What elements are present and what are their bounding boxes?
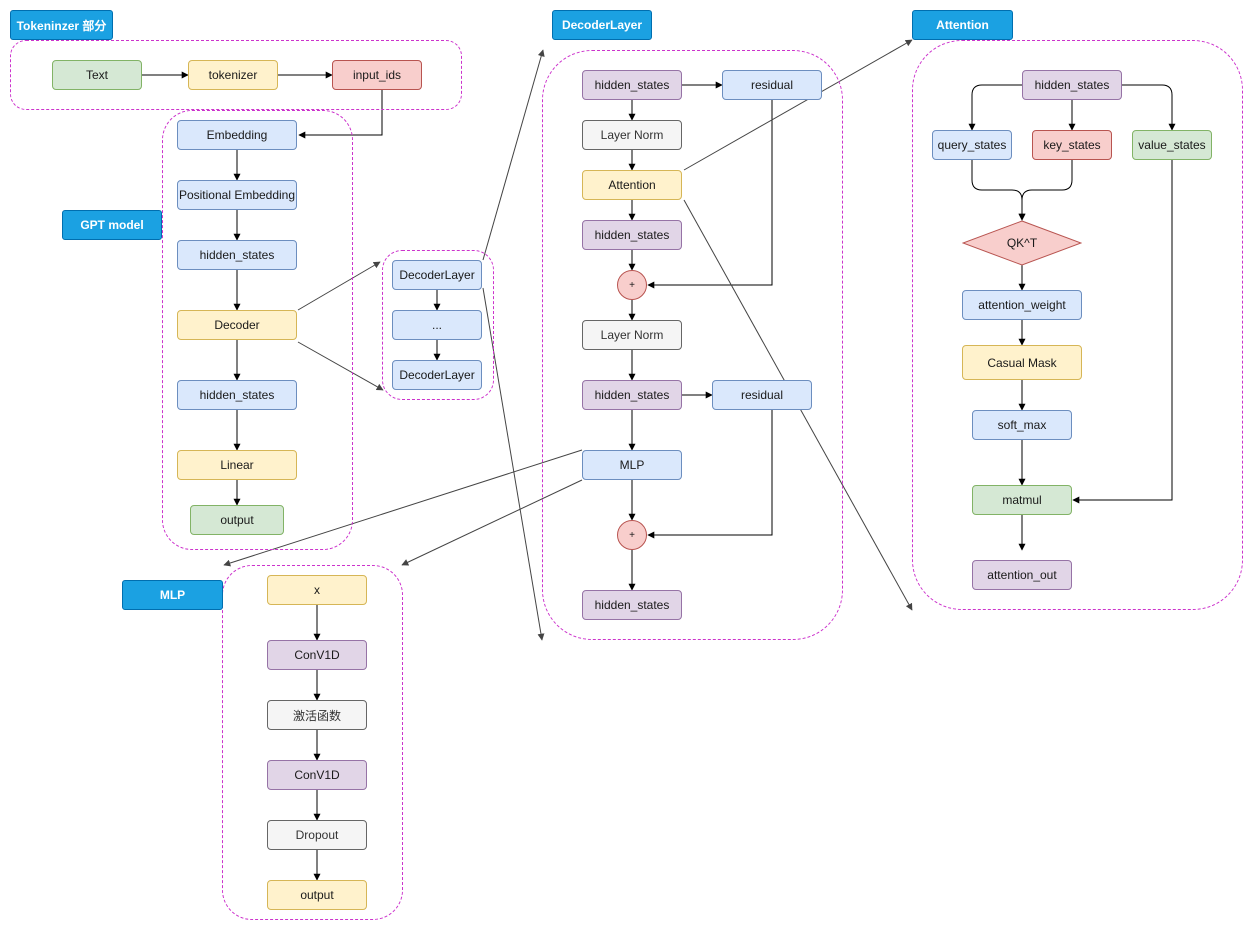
attention-title: Attention xyxy=(912,10,1013,40)
edge-residual1-to-add1 xyxy=(647,100,773,289)
gpt-model-group xyxy=(162,110,353,550)
decoder-stack-ellipsis: ... xyxy=(392,310,482,340)
attention-group xyxy=(912,40,1243,610)
edge-mlp-to-mlp-group-right xyxy=(401,479,583,566)
attn-qkt-label: QK^T xyxy=(1006,236,1038,250)
tokenizer-title: Tokeninzer 部分 xyxy=(10,10,113,40)
attn-attention-weight: attention_weight xyxy=(962,290,1082,320)
attn-hidden-states: hidden_states xyxy=(1022,70,1122,100)
tokenizer-node: tokenizer xyxy=(188,60,278,90)
decoder-node: Decoder xyxy=(177,310,297,340)
decoder-stack-group xyxy=(382,250,494,400)
decoder-layer-group xyxy=(542,50,843,640)
dl-residual-1: residual xyxy=(722,70,822,100)
text-node: Text xyxy=(52,60,142,90)
gpt-output-node: output xyxy=(190,505,284,535)
edge-decoder-to-stack-bottom xyxy=(297,341,384,391)
edge-value-to-matmul xyxy=(1072,160,1173,504)
edge-hidden-to-value xyxy=(1122,84,1176,131)
dl-add-1: + xyxy=(617,270,647,300)
dl-mlp-node: MLP xyxy=(582,450,682,480)
mlp-group xyxy=(222,565,403,920)
linear-node: Linear xyxy=(177,450,297,480)
mlp-title: MLP xyxy=(122,580,223,610)
attn-soft-max: soft_max xyxy=(972,410,1072,440)
dl-add-2: + xyxy=(617,520,647,550)
mlp-output: output xyxy=(267,880,367,910)
attn-key-states: key_states xyxy=(1032,130,1112,160)
dl-hidden-states-mid: hidden_states xyxy=(582,380,682,410)
mlp-conv1d-1: ConV1D xyxy=(267,640,367,670)
edge-query-to-qkt xyxy=(971,160,1026,221)
edge-mlp-to-mlp-group-left xyxy=(223,449,583,567)
positional-embedding-node: Positional Embedding xyxy=(177,180,297,210)
attn-matmul: matmul xyxy=(972,485,1072,515)
hidden-states-node-2: hidden_states xyxy=(177,380,297,410)
embedding-node: Embedding xyxy=(177,120,297,150)
dl-hidden-states-out: hidden_states xyxy=(582,590,682,620)
decoder-layer-title: DecoderLayer xyxy=(552,10,652,40)
dl-layer-norm-2: Layer Norm xyxy=(582,320,682,350)
edge-decoder-to-stack-top xyxy=(297,261,381,311)
edge-stack-to-decoderlayer-top xyxy=(482,49,545,261)
attn-qkt-diamond xyxy=(962,220,1082,266)
mlp-activation: 激活函数 xyxy=(267,700,367,730)
attn-casual-mask: Casual Mask xyxy=(962,345,1082,380)
tokenizer-group xyxy=(10,40,462,110)
hidden-states-node-1: hidden_states xyxy=(177,240,297,270)
dl-residual-2: residual xyxy=(712,380,812,410)
edge-stack-to-decoderlayer-bottom xyxy=(482,287,545,641)
input-ids-node: input_ids xyxy=(332,60,422,90)
dl-hidden-states-in: hidden_states xyxy=(582,70,682,100)
mlp-conv1d-2: ConV1D xyxy=(267,760,367,790)
mlp-dropout: Dropout xyxy=(267,820,367,850)
attn-value-states: value_states xyxy=(1132,130,1212,160)
edge-key-to-qkt xyxy=(1018,160,1073,221)
edge-hidden-to-query xyxy=(968,84,1022,131)
mlp-x-node: x xyxy=(267,575,367,605)
edge-residual2-to-add2 xyxy=(647,410,773,539)
gpt-model-title: GPT model xyxy=(62,210,162,240)
dl-hidden-states-attn: hidden_states xyxy=(582,220,682,250)
attn-attention-out: attention_out xyxy=(972,560,1072,590)
decoder-stack-layer-1: DecoderLayer xyxy=(392,260,482,290)
dl-layer-norm-1: Layer Norm xyxy=(582,120,682,150)
dl-attention-node: Attention xyxy=(582,170,682,200)
attn-query-states: query_states xyxy=(932,130,1012,160)
edge-attention-to-attention-top xyxy=(683,39,913,171)
decoder-stack-layer-n: DecoderLayer xyxy=(392,360,482,390)
